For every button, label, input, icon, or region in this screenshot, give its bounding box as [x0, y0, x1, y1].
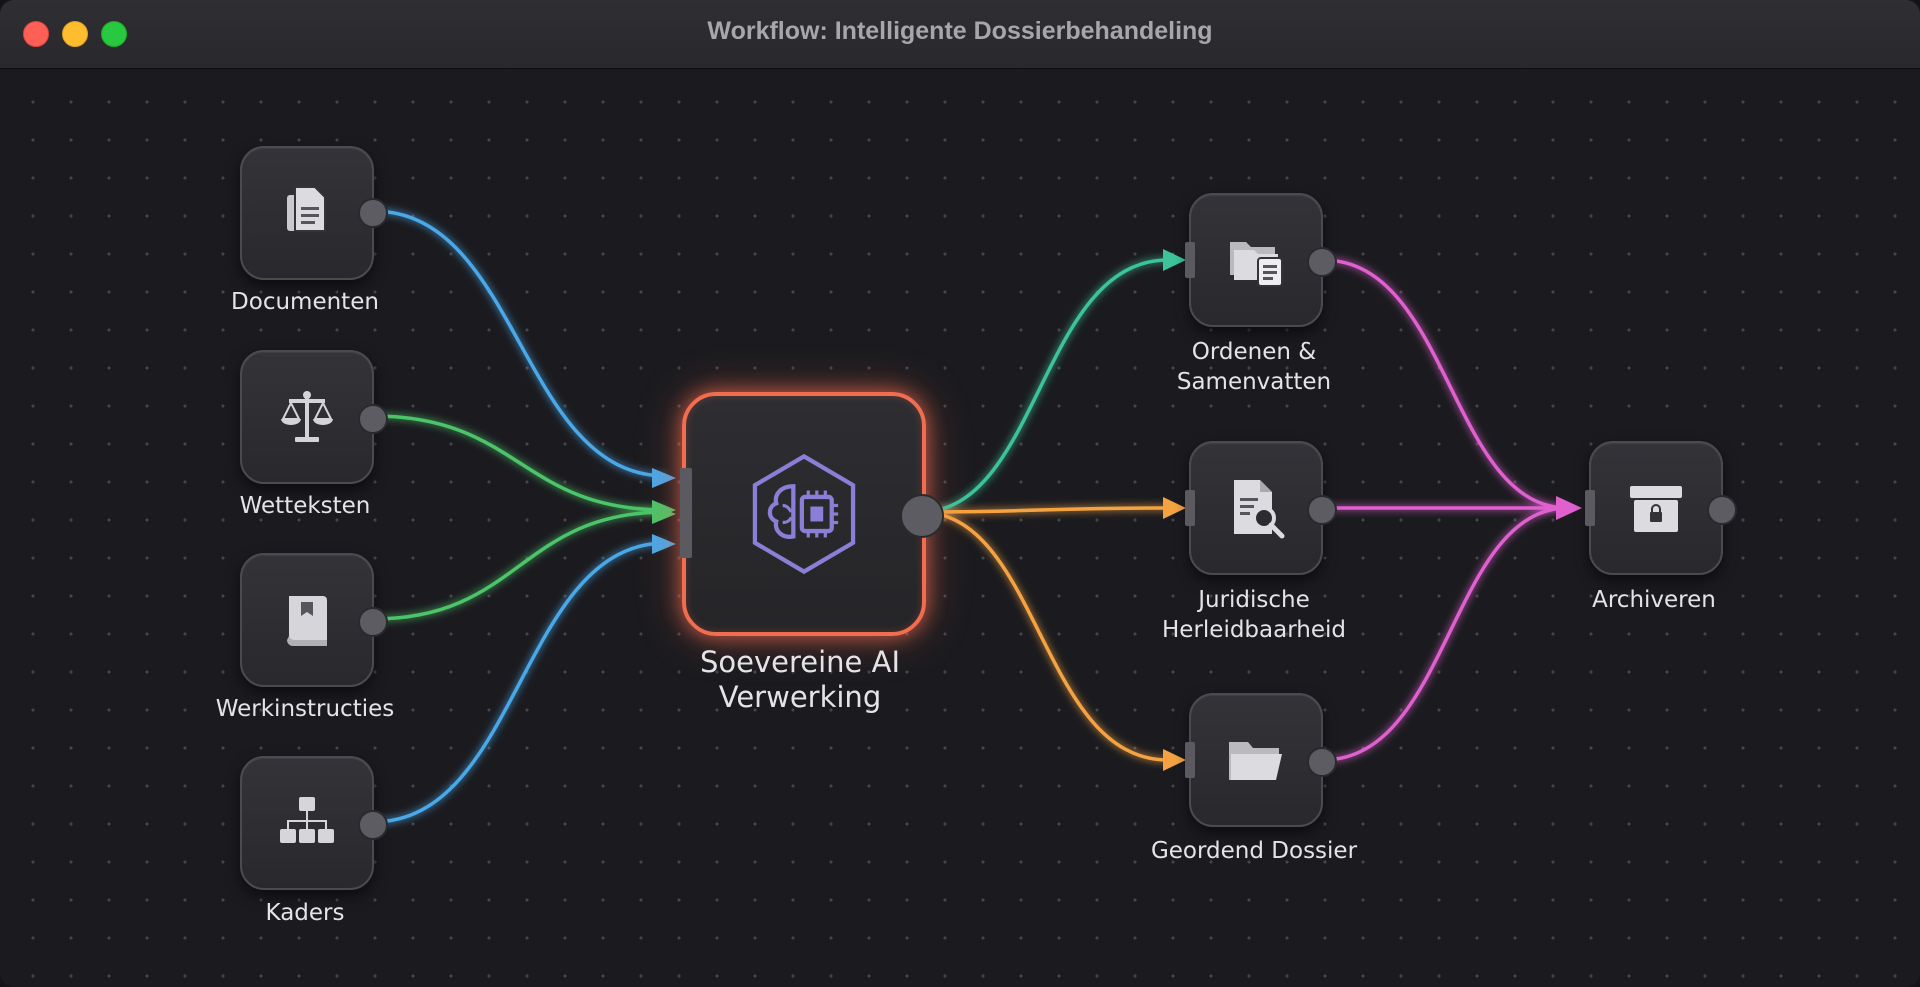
title-bar: Workflow: Intelligente Dossierbehandelin… [0, 0, 1920, 69]
close-window-button[interactable] [23, 21, 49, 47]
book-icon [287, 596, 327, 646]
node-ordenen-samenvatten[interactable] [1185, 193, 1337, 327]
node-wetteksten[interactable] [240, 350, 388, 484]
node-label-werkinstructies: Werkinstructies [215, 696, 395, 722]
archive-box-icon [1630, 486, 1682, 532]
zoom-window-button[interactable] [101, 21, 127, 47]
document-search-icon [1234, 480, 1285, 539]
node-documenten[interactable] [240, 146, 388, 280]
input-port[interactable] [1185, 742, 1195, 778]
node-label-archiveren: Archiveren [1592, 587, 1716, 613]
processor-label-line1: Soevereine AI [699, 645, 900, 679]
output-port[interactable] [1707, 495, 1737, 525]
ordenen-label-line1: Ordenen & [1191, 339, 1317, 365]
node-kaders[interactable] [240, 756, 388, 890]
scales-icon [281, 391, 333, 442]
juridische-label-line1: Juridische [1198, 587, 1310, 613]
juridische-label-line2: Herleidbaarheid [1162, 617, 1346, 643]
node-label-kaders: Kaders [265, 900, 345, 926]
input-port[interactable] [1585, 490, 1595, 526]
output-port[interactable] [1307, 247, 1337, 277]
node-label-wetteksten: Wetteksten [239, 493, 371, 519]
node-label-juridische: Juridische Herleidbaarheid [1114, 585, 1394, 645]
output-port[interactable] [1307, 495, 1337, 525]
minimize-window-button[interactable] [62, 21, 88, 47]
open-folder-icon [1229, 742, 1282, 780]
input-port[interactable] [1185, 490, 1195, 526]
output-port[interactable] [358, 607, 388, 637]
documents-icon [287, 186, 326, 232]
processor-label-line2: Verwerking [718, 680, 882, 714]
input-port[interactable] [680, 468, 692, 558]
output-port[interactable] [358, 810, 388, 840]
node-label-geordend: Geordend Dossier [1150, 838, 1358, 864]
ordenen-label-line2: Samenvatten [1176, 369, 1332, 395]
output-port[interactable] [900, 494, 944, 538]
node-label-soevereine-ai: Soevereine AI Verwerking [650, 645, 950, 715]
output-port[interactable] [358, 198, 388, 228]
node-archiveren[interactable] [1585, 441, 1737, 575]
node-werkinstructies[interactable] [240, 553, 388, 687]
input-port[interactable] [1185, 242, 1195, 278]
output-port[interactable] [1307, 747, 1337, 777]
node-juridische-herleidbaarheid[interactable] [1185, 441, 1337, 575]
node-label-documenten: Documenten [231, 289, 379, 315]
output-port[interactable] [358, 404, 388, 434]
org-chart-icon [280, 797, 334, 843]
node-label-ordenen: Ordenen & Samenvatten [1134, 337, 1374, 397]
folder-document-icon [1230, 242, 1283, 287]
window-title: Workflow: Intelligente Dossierbehandelin… [707, 17, 1213, 45]
ai-brain-chip-icon [752, 453, 856, 575]
node-soevereine-ai[interactable] [680, 392, 944, 636]
node-geordend-dossier[interactable] [1185, 693, 1337, 827]
